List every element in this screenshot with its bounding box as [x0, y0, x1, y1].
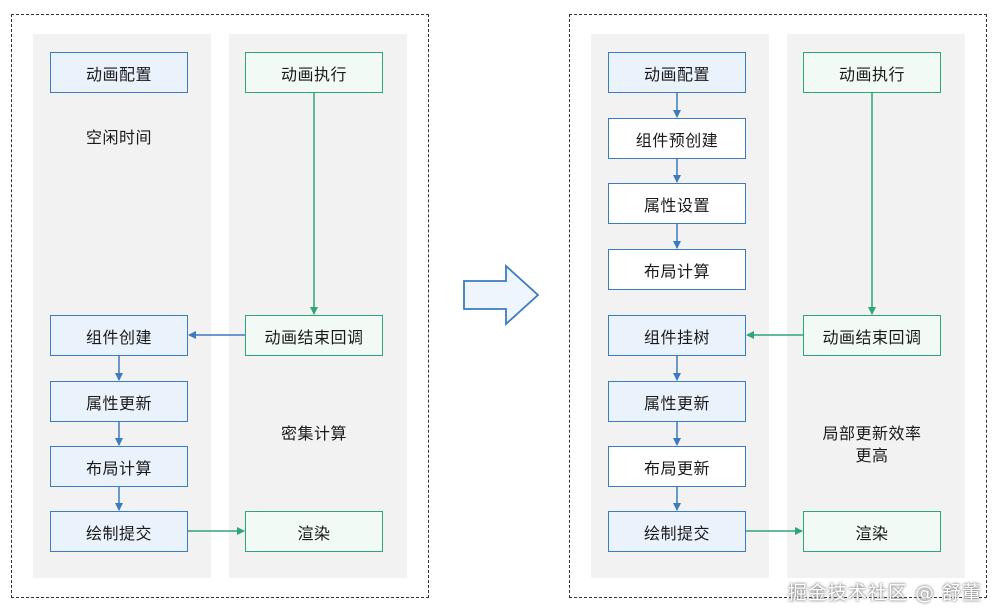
left-node-render: 渲染: [245, 511, 383, 552]
right-node-layout-update: 布局更新: [608, 446, 746, 487]
left-render-column: [229, 34, 407, 578]
transition-arrow-icon: [463, 264, 540, 326]
right-diagram-panel: 动画配置 组件预创建 属性设置 布局计算 组件挂树 属性更新 布局更新 绘制提交…: [569, 14, 987, 598]
left-node-component-create: 组件创建: [50, 315, 188, 356]
watermark: 掘金技术社区 @ 舒董: [787, 582, 982, 604]
right-node-anim-config: 动画配置: [608, 52, 746, 93]
right-local-update-label-line1: 局部更新效率: [822, 424, 922, 443]
left-node-layout-calc: 布局计算: [50, 446, 188, 487]
left-main-thread-column: [33, 34, 211, 578]
right-node-component-mount: 组件挂树: [608, 315, 746, 356]
right-local-update-label-line2: 更高: [855, 446, 889, 465]
left-diagram-panel: 动画配置 空闲时间 组件创建 属性更新 布局计算 绘制提交 动画执行 动画结束回…: [11, 14, 429, 598]
right-node-attr-update: 属性更新: [608, 381, 746, 422]
left-idle-time-label: 空闲时间: [85, 128, 152, 147]
right-node-draw-commit: 绘制提交: [608, 511, 746, 552]
right-render-column: [787, 34, 965, 578]
left-intensive-compute-label: 密集计算: [280, 424, 347, 443]
right-node-component-precreate: 组件预创建: [608, 118, 746, 159]
right-node-anim-end-callback: 动画结束回调: [803, 315, 941, 356]
right-node-anim-exec: 动画执行: [803, 52, 941, 93]
left-node-anim-config: 动画配置: [50, 52, 188, 93]
right-local-update-label: 局部更新效率 更高: [793, 423, 951, 467]
left-node-anim-exec: 动画执行: [245, 52, 383, 93]
left-node-draw-commit: 绘制提交: [50, 511, 188, 552]
right-node-attr-set: 属性设置: [608, 183, 746, 224]
left-node-attr-update: 属性更新: [50, 381, 188, 422]
left-node-anim-end-callback: 动画结束回调: [245, 315, 383, 356]
right-node-layout-calc: 布局计算: [608, 249, 746, 290]
right-node-render: 渲染: [803, 511, 941, 552]
right-main-thread-column: [591, 34, 769, 578]
